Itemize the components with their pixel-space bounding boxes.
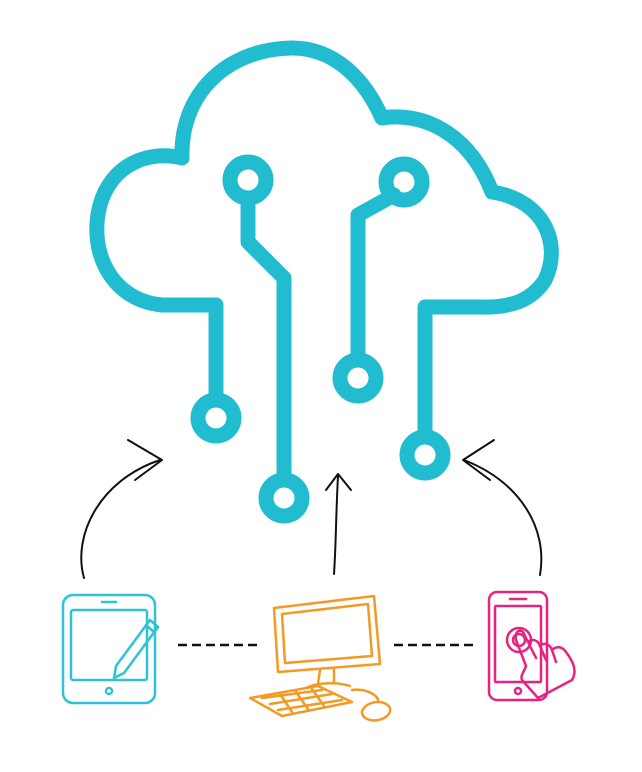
desktop-computer-icon	[248, 594, 392, 722]
monitor-stand	[304, 667, 352, 690]
monitor-frame	[272, 594, 382, 674]
circuit-node-center-right-bottom	[332, 352, 384, 404]
arrow-tablet-to-cloud	[80, 459, 161, 579]
mouse	[360, 700, 392, 722]
arrow-computer-to-cloud	[333, 475, 339, 575]
arrow-phone-to-cloud	[463, 459, 543, 576]
keyboard	[248, 684, 354, 718]
smartphone-touch-icon	[487, 590, 576, 702]
cloud-circuit-icon	[89, 40, 559, 524]
arrowhead-left	[127, 439, 163, 481]
arrows-group	[80, 439, 543, 579]
tablet-home-button	[104, 686, 114, 696]
circuit-node-right	[399, 429, 451, 481]
mouse-cable	[350, 688, 380, 704]
stylus	[112, 618, 160, 680]
cloud-outline	[89, 40, 559, 315]
circuit-node-center-right-top	[378, 156, 430, 208]
arrowhead-right	[462, 439, 495, 481]
tablet-screen	[69, 608, 149, 682]
tablet-stylus-icon	[61, 593, 160, 705]
monitor-screen	[280, 602, 374, 665]
circuit-line-center-left	[240, 192, 292, 486]
circuit-line-center-right	[350, 187, 402, 366]
circuit-node-center-left-bottom	[258, 472, 310, 524]
phone-body	[487, 590, 549, 702]
arrowhead-center	[325, 473, 352, 491]
tablet-body	[61, 593, 157, 705]
phone-home-button	[513, 686, 523, 696]
circuit-node-left	[190, 392, 242, 444]
circuit-node-center-left-top	[222, 154, 274, 206]
